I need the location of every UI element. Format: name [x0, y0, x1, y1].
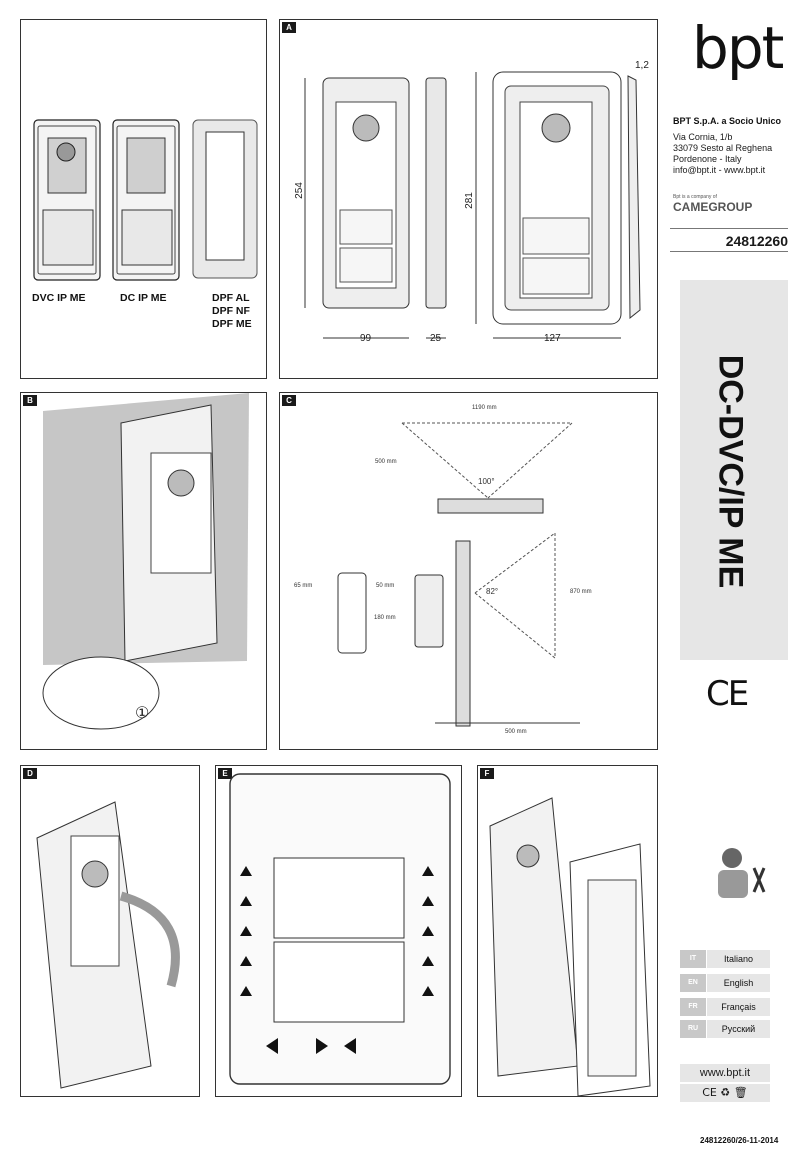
step-1-marker: ① — [135, 705, 150, 722]
lang-row-fr[interactable]: FR Français — [680, 998, 770, 1017]
address-line-2: 33079 Sesto al Reghena — [673, 143, 773, 153]
panel-a: A 254 281 99 25 127 1,2 — [279, 19, 658, 379]
lang-row-it[interactable]: IT Italiano — [680, 950, 770, 969]
panel-tag: E — [218, 768, 232, 779]
lang-name: Italiano — [707, 950, 770, 968]
panel-d: D — [20, 765, 200, 1097]
dim-500-vertical: 500 mm — [375, 459, 397, 465]
ce-small-icon: CE — [702, 1086, 717, 1099]
weee-bin-icon: 🗑 — [733, 1086, 748, 1099]
dim-25: 25 — [430, 333, 442, 344]
title-band — [680, 280, 788, 660]
label-dpf-al: DPF AL — [212, 292, 250, 304]
dim-50: 50 mm — [376, 583, 395, 589]
panel-e: E — [215, 765, 462, 1097]
panel-tag: D — [23, 768, 37, 779]
panel-b: B ① — [20, 392, 267, 750]
bpt-logo: bpt — [692, 14, 784, 82]
label-dc-ip-me: DC IP ME — [120, 292, 167, 304]
ce-mark: CE — [706, 674, 749, 714]
dimension-drawing — [304, 71, 641, 339]
module-insertion-drawing — [36, 801, 180, 1089]
address-line-4: info@bpt.it - www.bpt.it — [673, 165, 766, 175]
lang-code: EN — [680, 974, 706, 992]
panel-f: F — [477, 765, 658, 1097]
wall-mounting-drawing — [42, 393, 249, 730]
lang-name: Русский — [707, 1020, 770, 1038]
dim-870: 870 mm — [570, 589, 592, 595]
lang-name: Français — [707, 998, 770, 1016]
product-code: 24812260 — [670, 228, 788, 252]
lang-name: English — [707, 974, 770, 992]
dim-65: 65 mm — [294, 583, 313, 589]
dim-500-horizontal: 500 mm — [505, 729, 527, 735]
products-drawing — [33, 119, 258, 281]
company-name: BPT S.p.A. a Socio Unico — [673, 116, 782, 126]
lang-row-ru[interactable]: RU Русский — [680, 1020, 770, 1039]
angle-100: 100° — [478, 477, 495, 486]
lang-code: IT — [680, 950, 706, 968]
dim-1-2: 1,2 — [635, 60, 649, 71]
lang-code: FR — [680, 998, 706, 1016]
frame-mounting-drawing — [489, 797, 651, 1097]
panel-c: C 1190 mm 500 mm 100° 82° 870 mm 500 mm … — [279, 392, 658, 750]
angle-82: 82° — [486, 587, 499, 596]
lang-row-en[interactable]: EN English — [680, 974, 770, 993]
group-note: Bpt is a company of — [673, 194, 717, 200]
panel-tag: F — [480, 768, 494, 779]
dim-1190: 1190 mm — [472, 405, 497, 411]
website-link[interactable]: www.bpt.it — [680, 1064, 770, 1082]
panel-products: DVC IP ME DC IP ME DPF AL DPF NF DPF ME — [20, 19, 267, 379]
panel-tag: A — [282, 22, 296, 33]
dim-254: 254 — [293, 182, 305, 199]
installation-angles-drawing — [337, 422, 580, 727]
address-line-3: Pordenone - Italy — [673, 154, 742, 164]
dim-99: 99 — [360, 333, 372, 344]
label-dpf-nf: DPF NF — [212, 305, 250, 317]
installer-icon — [718, 848, 766, 898]
button-module-drawing — [229, 773, 451, 1085]
dim-281: 281 — [463, 192, 475, 209]
panel-tag: C — [282, 395, 296, 406]
camegroup-logo: CAMEGROUP — [673, 200, 753, 214]
address-line-1: Via Cornia, 1/b — [673, 132, 733, 142]
recycle-icon: ♻ — [720, 1086, 731, 1099]
dim-180: 180 mm — [374, 615, 396, 621]
footer-doc-ref: 24812260/26-11-2014 — [700, 1136, 779, 1145]
sidebar: bpt BPT S.p.A. a Socio Unico Via Cornia,… — [670, 12, 790, 1152]
label-dpf-me: DPF ME — [212, 318, 252, 330]
lang-code: RU — [680, 1020, 706, 1038]
compliance-icons: CE ♻ 🗑 — [680, 1084, 770, 1102]
dim-127: 127 — [544, 333, 561, 344]
product-title: DC-DVC/IP ME — [711, 354, 750, 589]
label-dvc-ip-me: DVC IP ME — [32, 292, 86, 304]
panel-tag: B — [23, 395, 37, 406]
